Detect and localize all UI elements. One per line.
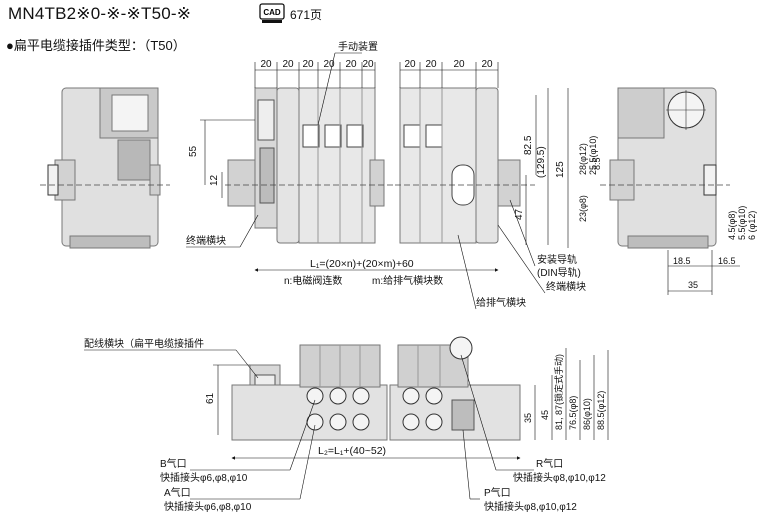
port-r-fitting: 快插接头φ8,φ10,φ12: [513, 471, 606, 484]
din-label: (DIN导轨): [537, 266, 581, 279]
right-leaders: [457, 199, 546, 310]
dim-35-side: 35: [688, 280, 698, 290]
port-b-label: B气口: [160, 457, 187, 470]
dim-18-5: 18.5: [673, 256, 691, 266]
right-side-view: [600, 87, 730, 249]
wiring-block-label: 配线横块（扁平电缆接插件: [84, 337, 204, 350]
dim-81-87: 81, 87(锁定式手动): [553, 354, 564, 430]
dim-20-a: 20: [260, 59, 272, 70]
dim-47: 47: [514, 208, 525, 220]
plan-view-right: [395, 87, 535, 244]
dim-125: 125: [555, 161, 566, 178]
plan-view-left: [225, 87, 395, 244]
dim-right-vertical: [525, 88, 569, 248]
port-r-label: R气口: [536, 457, 563, 470]
front-right-dims: [534, 348, 609, 440]
dim-16-5: 16.5: [718, 256, 736, 266]
dim-6: 6 (φ12): [747, 211, 757, 240]
dim-86: 86(φ10): [582, 398, 592, 430]
side-dims-lines: [667, 250, 740, 295]
dim-28-phi12: 28(φ12): [578, 143, 588, 175]
port-a-fitting: 快插接头φ6,φ8,φ10: [164, 500, 252, 513]
manual-device-callout: 手动装置: [317, 40, 378, 126]
dim-4-5: 4.5(φ8): [727, 211, 737, 240]
front-view: [231, 336, 521, 441]
dim-20-g: 20: [404, 59, 416, 70]
cad-label: CAD: [263, 8, 281, 17]
dim-82-5: 82.5: [523, 135, 534, 155]
page-title: MN4TB2※0-※-※T50-※: [8, 4, 192, 23]
n-label: n:电磁阀连数: [284, 274, 342, 287]
left-end-view: [40, 87, 170, 249]
cad-icon: CAD: [259, 3, 285, 23]
rail-label: 安装导轨: [537, 253, 577, 266]
port-b-fitting: 快插接头φ6,φ8,φ10: [160, 471, 248, 484]
formula-l1: L₁=(20×n)+(20×m)+60: [310, 258, 414, 270]
dim-23-phi8: 23(φ8): [578, 195, 588, 222]
end-block-label: 终端横块: [186, 234, 226, 247]
dim-20-e: 20: [345, 59, 357, 70]
dim-20-d: 20: [323, 59, 335, 70]
port-a-label: A气口: [164, 486, 191, 499]
dim-20-j: 20: [481, 59, 493, 70]
dim-76-5: 76.5(φ8): [568, 396, 578, 430]
port-p-label: P气口: [484, 486, 511, 499]
formula-l2: L₂=L₁+(40~52): [318, 445, 386, 457]
port-leaders: [190, 354, 534, 500]
dim-45: 45: [540, 410, 550, 420]
dim-20-f: 20: [362, 59, 374, 70]
dim-61: 61: [205, 392, 216, 404]
dim-35-front: 35: [523, 413, 533, 423]
dim-25-5-phi10: 25.5(φ10): [588, 136, 598, 175]
dim-20-i: 20: [453, 59, 465, 70]
port-p-fitting: 快插接头φ8,φ10,φ12: [484, 500, 577, 513]
dim-20-b: 20: [282, 59, 294, 70]
dim-129-5: (129.5): [536, 146, 547, 178]
manual-device-label: 手动装置: [338, 40, 378, 53]
dim-88-5: 88.5(φ12): [596, 391, 606, 430]
dim-12: 12: [209, 174, 220, 186]
cad-page-ref: 671页: [290, 7, 323, 22]
dim-55: 55: [188, 145, 199, 157]
dim-20-c: 20: [302, 59, 314, 70]
m-label: m:给排气横块数: [372, 274, 443, 287]
supply-block-label: 给排气横块: [476, 296, 526, 309]
dim-20-h: 20: [425, 59, 437, 70]
dim-55-12: [200, 119, 255, 198]
cad-badge[interactable]: CAD 671页: [258, 3, 322, 25]
end-block-label-2: 终端横块: [546, 280, 586, 293]
dim-8-5: 8.5: [592, 157, 602, 170]
top-dimension-chain: [254, 62, 499, 88]
subtitle: ●扁平电缆接插件类型：（T50）: [6, 38, 186, 53]
dim-5-5: 5.5(φ10): [737, 206, 747, 240]
